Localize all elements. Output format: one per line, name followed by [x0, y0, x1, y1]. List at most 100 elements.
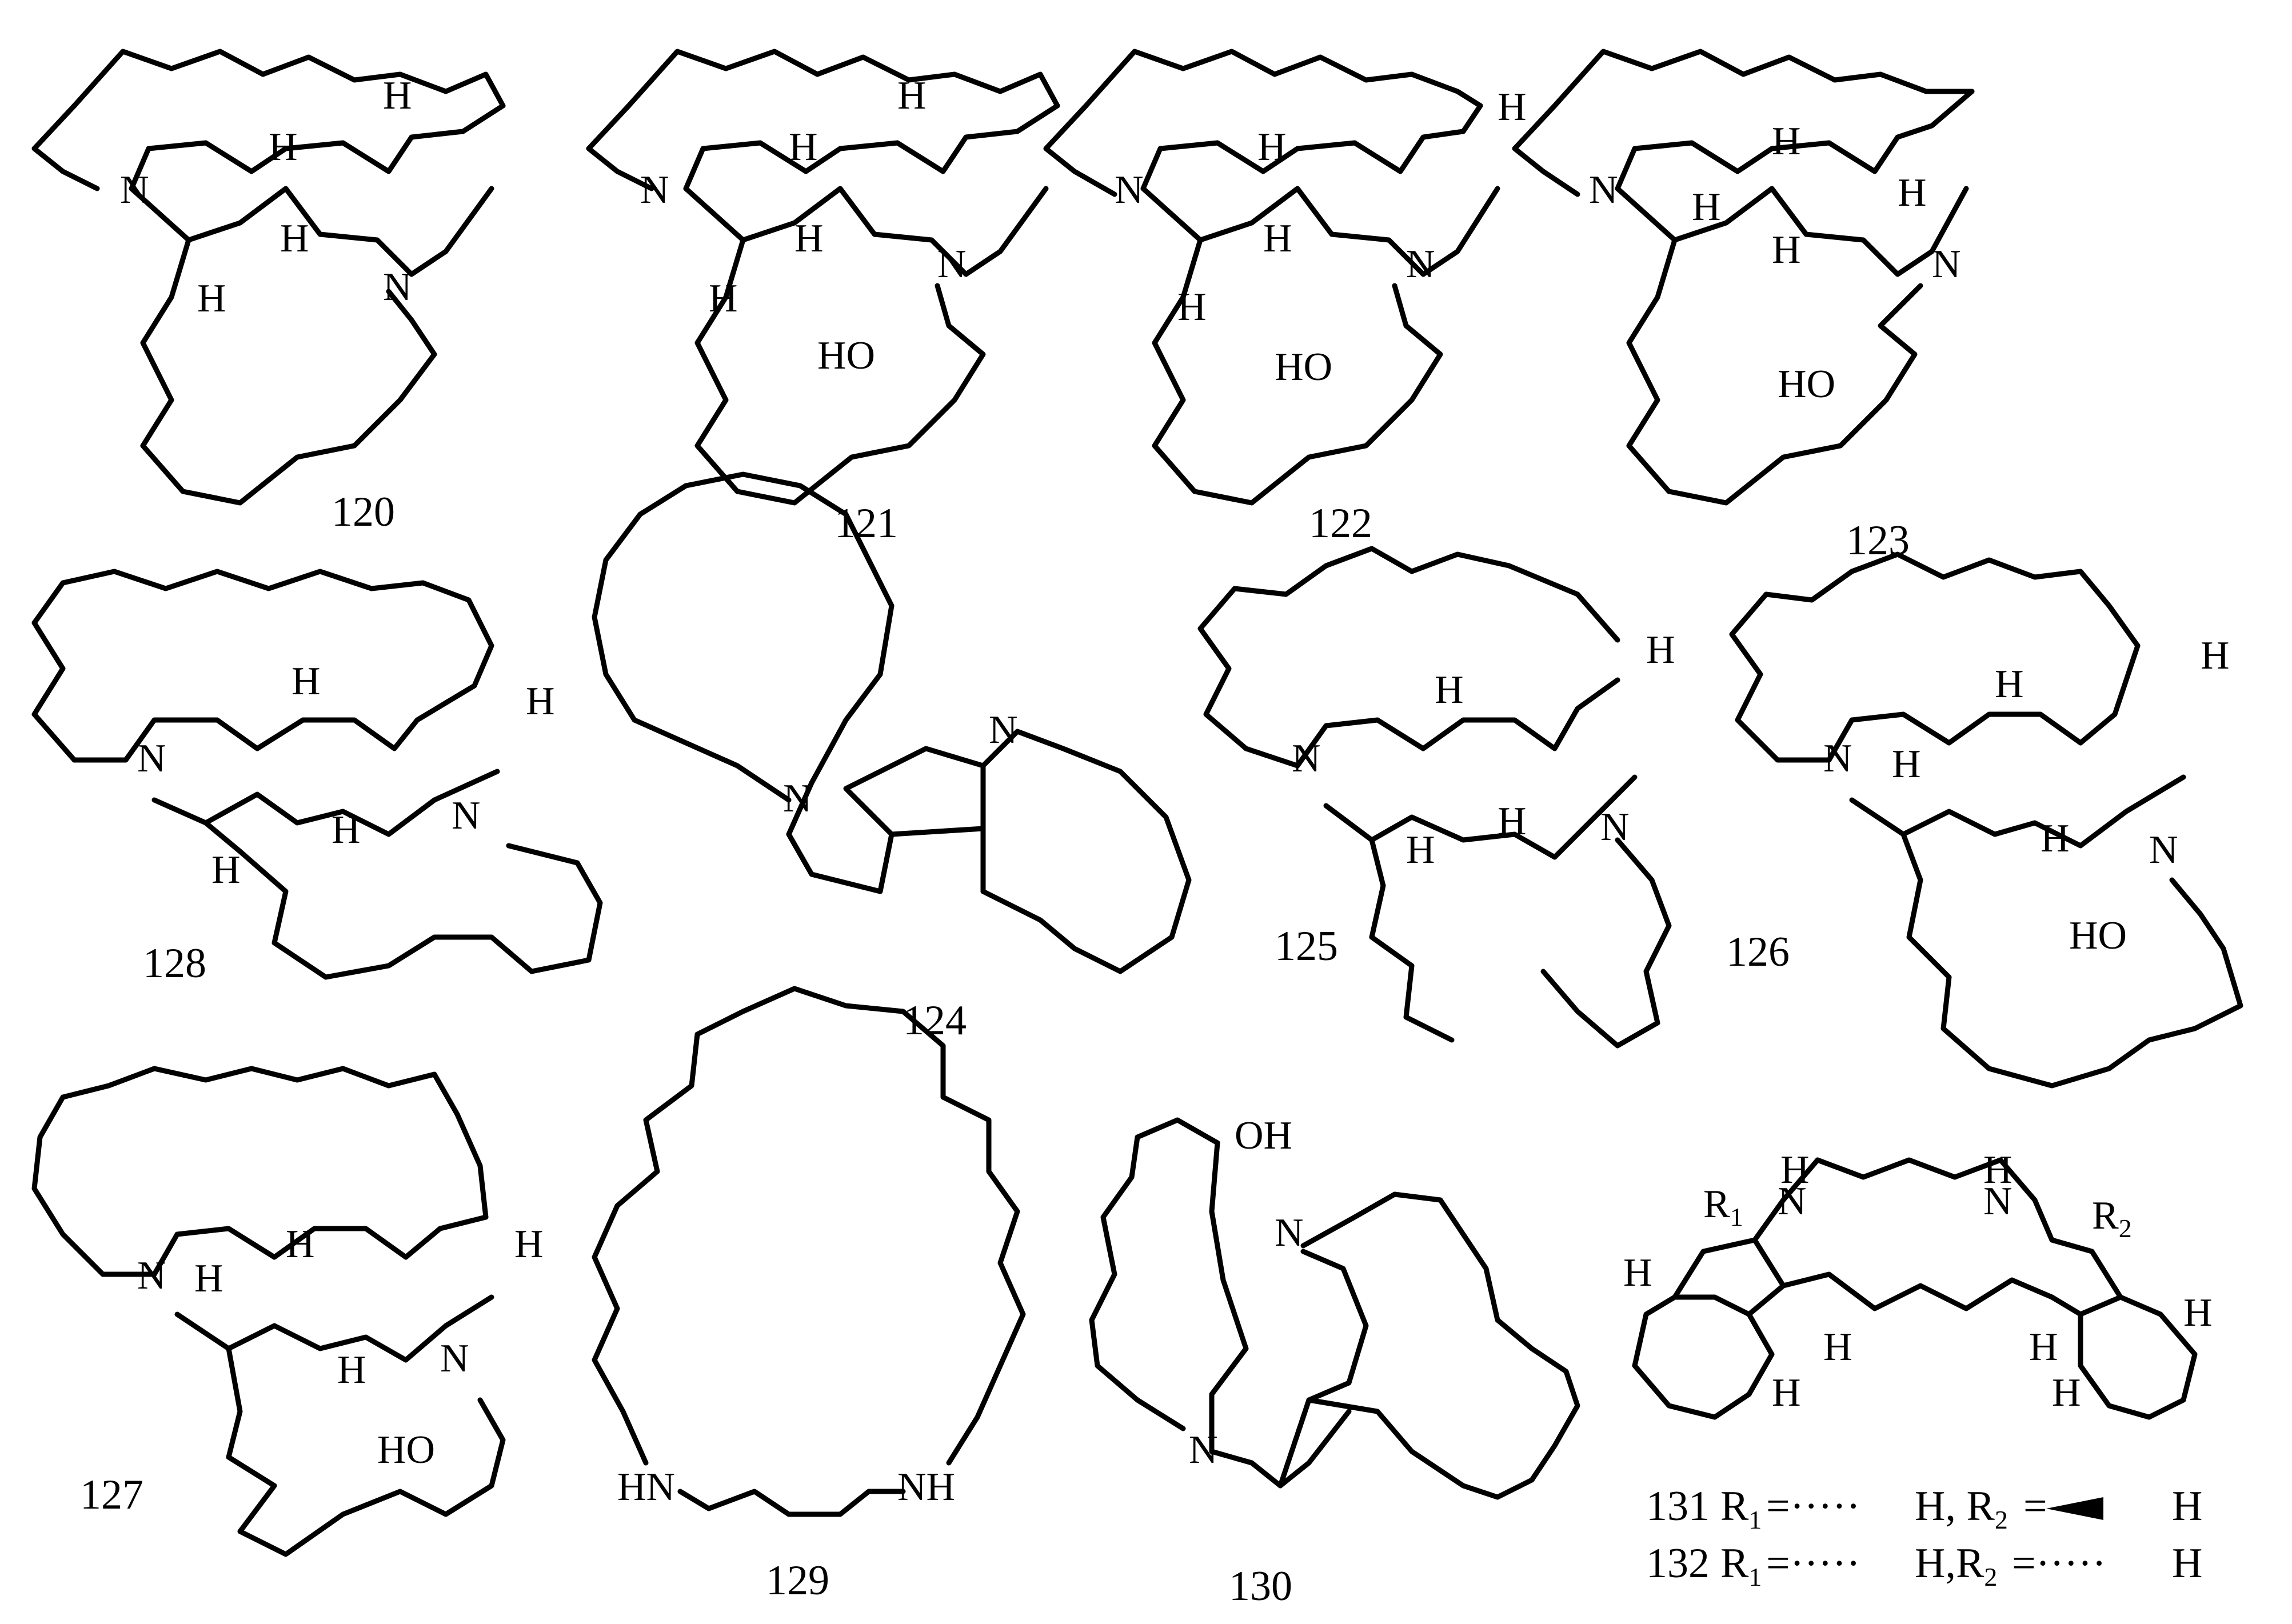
- atom-n: N: [1292, 737, 1321, 781]
- atom-n: N: [1406, 242, 1435, 286]
- compound-label: 126: [1726, 929, 1790, 975]
- atom-oh: OH: [1235, 1114, 1292, 1158]
- atom-h: H: [794, 217, 824, 261]
- structure-128: N N H H H H 128: [31, 569, 603, 987]
- atom-h: H: [269, 125, 298, 169]
- atom-n: N: [1823, 737, 1852, 781]
- atom-n: N: [1778, 1179, 1807, 1223]
- atom-h: H: [1995, 662, 2024, 706]
- legend-r: R: [1720, 1483, 1749, 1530]
- atom-h: H: [383, 74, 412, 118]
- atom-h: H: [1898, 171, 1927, 215]
- atom-n: N: [120, 168, 149, 212]
- compound-label: 128: [143, 940, 206, 987]
- legend-mid: H,R2: [1915, 1540, 1997, 1591]
- atom-h: H: [211, 848, 241, 892]
- legend-hashed-bond: =·····: [2012, 1540, 2106, 1587]
- atom-h: H: [2183, 1291, 2213, 1335]
- atom-ho: HO: [1778, 362, 1835, 406]
- atom-h: H: [1892, 742, 1921, 786]
- compound-label: 122: [1309, 500, 1372, 547]
- subscript: 2: [2119, 1214, 2132, 1243]
- compound-label: 121: [834, 500, 898, 547]
- atom-n: N: [383, 265, 412, 309]
- atom-h: H: [1692, 185, 1721, 229]
- atom-h: H: [2052, 1371, 2081, 1415]
- structure-123: N N HO H H H H 123: [1512, 49, 1975, 564]
- atom-n: N: [989, 708, 1018, 752]
- atom-h: H: [789, 125, 818, 169]
- legend-hashed-bond: =·····: [1766, 1540, 1860, 1587]
- atom-n: N: [640, 168, 669, 212]
- legend-r1: R1: [1720, 1540, 1762, 1591]
- atom-h: H: [2041, 817, 2070, 861]
- legend-end: H: [2172, 1540, 2202, 1587]
- atom-h: H: [292, 659, 321, 703]
- atom-ho: HO: [377, 1428, 435, 1472]
- structure-131-132: R1 H N H N R2 H H H H H H 131 R1 =····· …: [1623, 1148, 2213, 1591]
- atom-h: H: [514, 1222, 544, 1266]
- legend-eq: =: [2023, 1483, 2047, 1530]
- atom-nh: NH: [897, 1465, 955, 1509]
- atom-h: H: [1772, 1371, 1801, 1415]
- atom-h: H: [197, 277, 226, 321]
- atom-h: H: [2201, 634, 2230, 678]
- legend-subscript: 2: [1984, 1562, 1997, 1591]
- atom-n: N: [1983, 1179, 2013, 1223]
- atom-h: H: [709, 277, 738, 321]
- atom-r-text: R: [2092, 1194, 2119, 1238]
- legend-line-132: 132 R1 =····· H,R2 =····· H: [1646, 1540, 2202, 1591]
- legend-mid: H, R2: [1915, 1483, 2008, 1534]
- atom-n: N: [1189, 1428, 1218, 1472]
- compound-label: 120: [332, 489, 395, 535]
- atom-h: H: [1177, 285, 1207, 329]
- atom-h: H: [1406, 828, 1435, 872]
- atom-r: R2: [2092, 1194, 2132, 1243]
- legend-end: H: [2172, 1483, 2202, 1530]
- legend-compound-number: 132: [1646, 1540, 1710, 1587]
- atom-h: H: [1646, 628, 1675, 672]
- legend-compound-number: 131: [1646, 1483, 1710, 1530]
- legend-line-131: 131 R1 =····· H, R2 = H: [1646, 1483, 2202, 1534]
- atom-h: H: [1435, 668, 1464, 712]
- legend-mid-text: H, R: [1915, 1483, 1995, 1530]
- subscript: 1: [1730, 1202, 1743, 1231]
- atom-h: H: [286, 1222, 315, 1266]
- atom-n: N: [452, 794, 481, 838]
- legend-subscript: 1: [1748, 1505, 1762, 1534]
- compound-label: 130: [1229, 1563, 1292, 1610]
- atom-n: N: [1600, 805, 1630, 849]
- atom-h: H: [1257, 125, 1287, 169]
- legend-subscript: 2: [1995, 1505, 2008, 1534]
- legend-hashed-bond: =·····: [1766, 1483, 1860, 1530]
- atom-h: H: [1498, 799, 1527, 843]
- structure-130: OH N N 130: [1089, 1114, 1580, 1610]
- compound-label: 125: [1275, 923, 1338, 970]
- structure-124: N N 124: [592, 471, 1192, 1044]
- compound-label: 127: [80, 1471, 143, 1518]
- atom-n: N: [783, 777, 812, 821]
- legend-r1: R1: [1720, 1483, 1762, 1534]
- atom-ho: HO: [817, 334, 875, 378]
- atom-h: H: [280, 217, 309, 261]
- atom-ho: HO: [1275, 345, 1332, 389]
- atom-h: H: [1498, 85, 1527, 129]
- atom-h: H: [332, 808, 361, 852]
- legend-r: R: [1720, 1540, 1749, 1587]
- atom-n: N: [937, 242, 967, 286]
- atom-h: H: [1263, 217, 1292, 261]
- legend-wedge-bond: [2046, 1497, 2103, 1520]
- atom-h: H: [1772, 228, 1801, 272]
- atom-n: N: [137, 1254, 166, 1298]
- legend-subscript: 1: [1748, 1562, 1762, 1591]
- atom-h: H: [1772, 119, 1801, 163]
- atom-h: H: [337, 1348, 366, 1392]
- structure-127: N N HO H H H H 127: [31, 1066, 544, 1557]
- atom-h: H: [1983, 1148, 2013, 1192]
- legend-mid-text: H,R: [1915, 1540, 1984, 1587]
- atom-n: N: [1115, 168, 1144, 212]
- atom-h: H: [897, 74, 927, 118]
- atom-n: N: [1932, 242, 1961, 286]
- atom-h: H: [1780, 1148, 1810, 1192]
